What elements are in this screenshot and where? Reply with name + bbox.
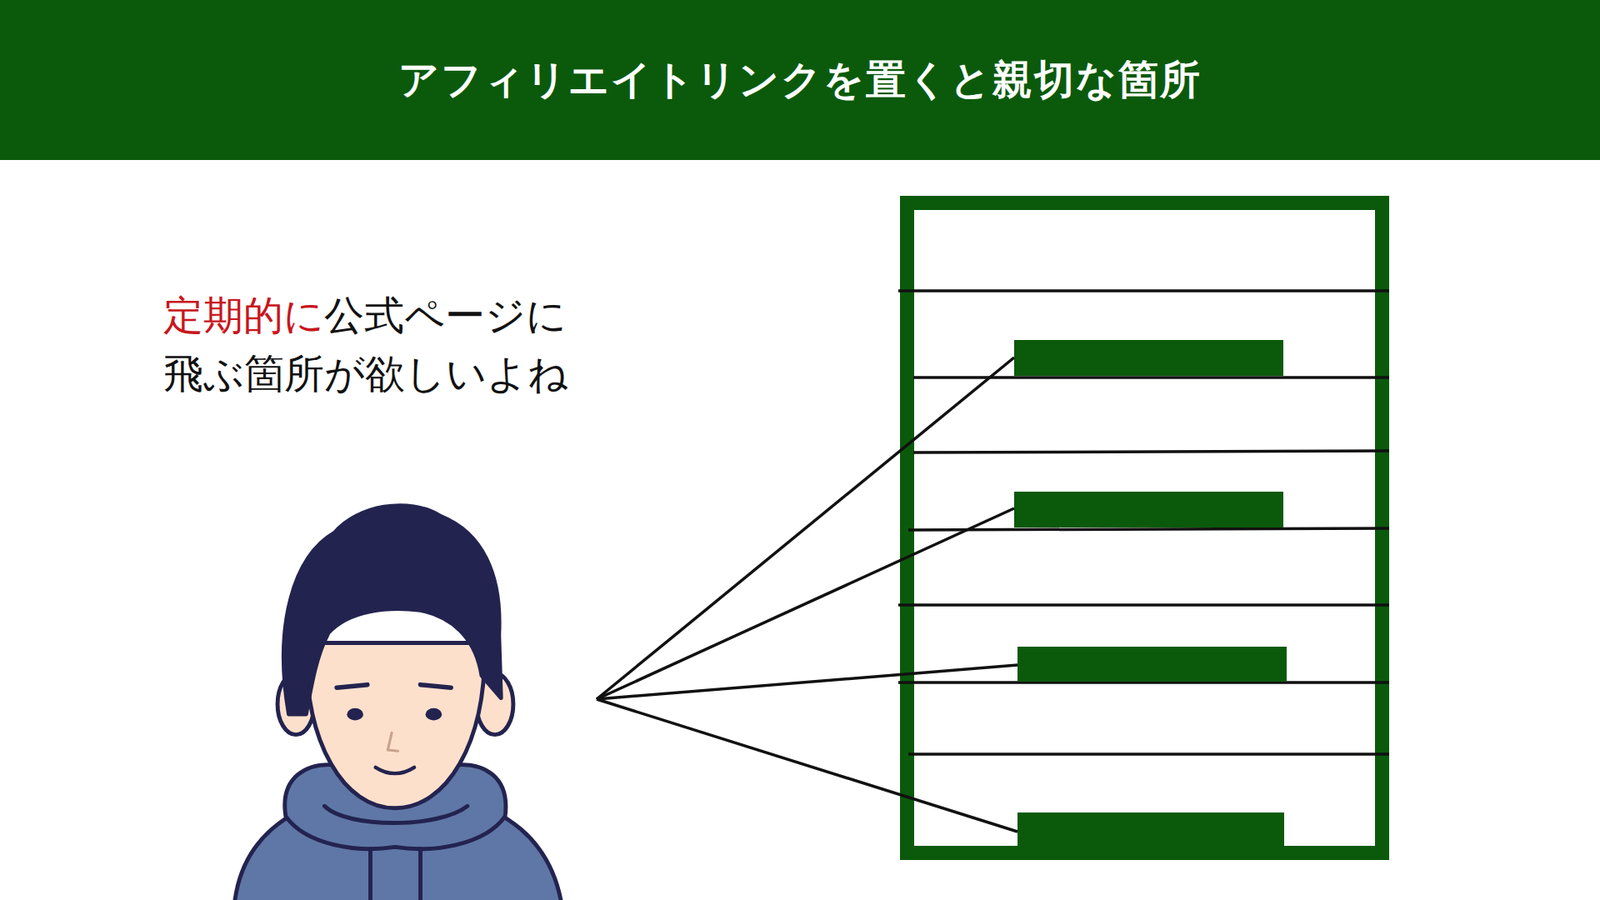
sight-lines	[596, 357, 1018, 832]
speech-text: 定期的に公式ページに 飛ぶ箇所が欲しいよね	[163, 286, 697, 403]
section-lines	[898, 290, 1390, 755]
page-title: アフィリエイトリンクを置くと親切な箇所	[398, 53, 1202, 107]
link-bars	[1014, 340, 1287, 846]
emphasis-text: 定期的に	[163, 291, 325, 339]
person	[235, 505, 562, 900]
title-area: アフィリエイトリンクを置くと親切な箇所	[0, 0, 1600, 160]
